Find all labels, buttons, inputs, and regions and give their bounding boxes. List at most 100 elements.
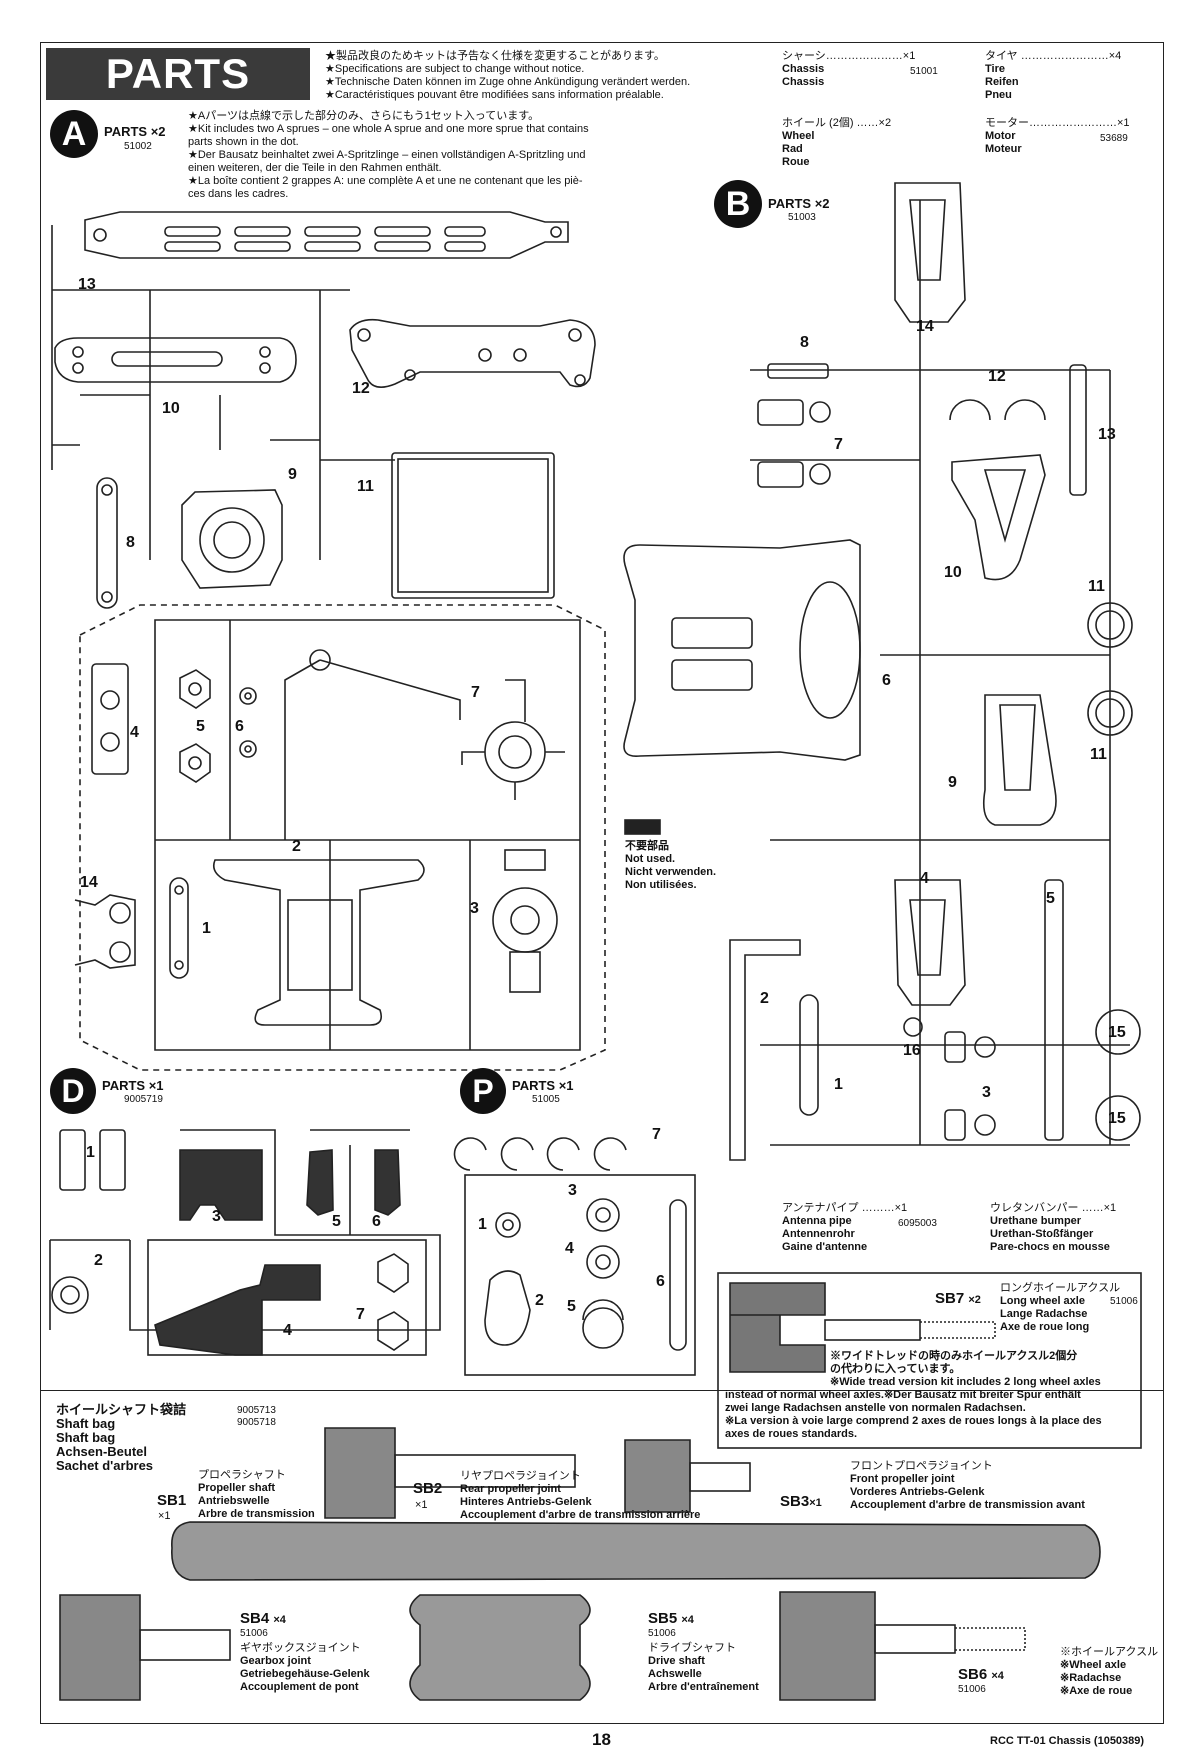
motor-item: モーター……………………×1 Motor Moteur	[985, 117, 1145, 156]
sb4-qty: ×4	[273, 1614, 286, 1626]
sb3-desc: フロントプロペラジョイント Front propeller joint Vord…	[850, 1460, 1085, 1512]
sprue-p-drawing	[453, 1137, 696, 1376]
part-b-16: 16	[903, 1042, 921, 1059]
sprue-p-number: 51005	[532, 1094, 560, 1105]
part-p-2: 2	[535, 1292, 544, 1309]
part-b-1: 1	[834, 1076, 843, 1093]
sb5-desc: ドライブシャフト Drive shaft Achswelle Arbre d'e…	[648, 1642, 759, 1694]
part-b-7: 7	[834, 436, 843, 453]
motor-en: Motor	[985, 130, 1016, 142]
sb1-fr: Arbre de transmission	[198, 1508, 315, 1520]
sb7-note-line: instead of normal wheel axles.※Der Bausa…	[725, 1389, 1081, 1401]
part-b-9: 9	[948, 774, 957, 791]
antenna-de: Antennenrohr	[782, 1228, 855, 1240]
sb1-en: Propeller shaft	[198, 1482, 276, 1494]
sprue-d-badge: D	[50, 1068, 96, 1114]
not-used-de: Nicht verwenden.	[625, 866, 717, 878]
part-a-6: 6	[235, 718, 244, 735]
sb6-desc: ※ホイールアクスル ※Wheel axle ※Radachse ※Axe de …	[1060, 1646, 1158, 1698]
part-b-10: 10	[944, 564, 962, 581]
sb7-note-line: zwei lange Radachsen anstelle von normal…	[725, 1402, 1026, 1414]
antenna-jp: アンテナパイプ ………×1	[782, 1202, 908, 1214]
notice-de: ★Technische Daten können im Zuge ohne An…	[325, 76, 691, 88]
bumper-en: Urethane bumper	[990, 1215, 1082, 1227]
motor-number: 53689	[1100, 133, 1128, 144]
sb7-code-text: SB7	[935, 1290, 965, 1307]
part-b-12: 12	[988, 368, 1006, 385]
sb7-note-line: の代わりに入っています。	[830, 1363, 961, 1375]
sprue-p-label: PARTS ×1	[512, 1078, 574, 1093]
bumper-item: ウレタンバンパー ……×1 Urethane bumper Urethan-St…	[990, 1202, 1160, 1254]
sb5-code: SB5 ×4	[648, 1610, 694, 1627]
part-d-3: 3	[212, 1208, 221, 1225]
sb5-jp: ドライブシャフト	[648, 1642, 736, 1654]
sb7-note-line: axes de roues standards.	[725, 1428, 858, 1440]
sb6-jp: ※ホイールアクスル	[1060, 1646, 1159, 1658]
motor-de: Moteur	[985, 143, 1022, 155]
shaft-bag-title: ホイールシャフト袋詰 Shaft bag Shaft bag Achsen-Be…	[56, 1403, 186, 1473]
part-b-15b: 15	[1108, 1110, 1126, 1127]
sb7-note: ※ワイドトレッドの時のみホイールアクスル2個分 の代わりに入っています。 ※Wi…	[725, 1350, 1137, 1441]
shaft-bag-de: Achsen-Beutel	[56, 1444, 148, 1459]
sb3-fr: Accouplement d'arbre de transmission ava…	[850, 1499, 1085, 1511]
part-d-2: 2	[94, 1252, 103, 1269]
sb6-qty: ×4	[991, 1670, 1004, 1682]
sprue-a-note-line: parts shown in the dot.	[188, 136, 299, 148]
part-p-7: 7	[652, 1126, 661, 1143]
sb1-code: SB1	[157, 1492, 187, 1509]
chassis-en: Chassis	[782, 63, 825, 75]
antenna-item: アンテナパイプ ………×1 Antenna pipe Antennenrohr …	[782, 1202, 972, 1254]
wheel-en: Wheel	[782, 130, 815, 142]
sb2-en: Rear propeller joint	[460, 1483, 561, 1495]
motor-jp: モーター……………………×1	[985, 117, 1130, 129]
bumper-fr: Pare-chocs en mousse	[990, 1241, 1110, 1253]
sb4-jp: ギヤボックスジョイント	[240, 1642, 361, 1654]
part-p-1: 1	[478, 1216, 487, 1233]
part-d-1: 1	[86, 1144, 95, 1161]
sb4-number: 51006	[240, 1628, 268, 1639]
sb4-en: Gearbox joint	[240, 1655, 311, 1667]
part-b-6: 6	[882, 672, 891, 689]
antenna-number: 6095003	[898, 1218, 937, 1229]
part-a-9: 9	[288, 466, 297, 483]
part-a-1: 1	[202, 920, 211, 937]
part-a-11: 11	[357, 478, 374, 495]
part-d-7: 7	[356, 1306, 365, 1323]
part-b-4: 4	[920, 870, 929, 887]
sprue-b-drawing	[623, 182, 1141, 1161]
sb7-qty: ×2	[968, 1294, 981, 1306]
wheel-fr: Roue	[782, 156, 810, 168]
part-p-3: 3	[568, 1182, 577, 1199]
chassis-item: シャーシ…………………×1 Chassis Chassis	[782, 50, 942, 89]
sb6-de: ※Radachse	[1060, 1672, 1122, 1684]
sb7-number: 51006	[1110, 1296, 1138, 1307]
tire-jp: タイヤ ……………………×4	[985, 50, 1122, 62]
chassis-de: Chassis	[782, 76, 825, 88]
sb5-en: Drive shaft	[648, 1655, 705, 1667]
part-b-11b: 11	[1090, 746, 1107, 763]
part-a-14: 14	[80, 874, 98, 891]
sprue-d-drawing	[49, 1129, 441, 1356]
spec-notices: ★製品改良のためキットは予告なく仕様を変更することがあります。 ★Specifi…	[325, 50, 745, 102]
sb3-code-text: SB3	[780, 1493, 810, 1510]
part-a-7: 7	[471, 684, 480, 701]
part-d-6: 6	[372, 1213, 381, 1230]
sb7-desc: ロングホイールアクスル Long wheel axle Lange Radach…	[1000, 1282, 1160, 1334]
wheel-jp: ホイール (2個) ……×2	[782, 117, 892, 129]
sb3-jp: フロントプロペラジョイント	[850, 1460, 993, 1472]
sb1-desc: プロペラシャフト Propeller shaft Antriebswelle A…	[198, 1469, 315, 1521]
tire-fr: Pneu	[985, 89, 1012, 101]
part-d-5: 5	[332, 1213, 341, 1230]
shaft-bag-en2: Shaft bag	[56, 1430, 116, 1445]
part-b-3: 3	[982, 1084, 991, 1101]
bumper-jp: ウレタンバンパー ……×1	[990, 1202, 1117, 1214]
shaft-bag-no1: 9005713	[237, 1405, 276, 1416]
sprue-a-badge: A	[50, 110, 98, 158]
sprue-d-number: 9005719	[124, 1094, 163, 1105]
part-b-11: 11	[1088, 578, 1105, 595]
manual-reference: RCC TT-01 Chassis (1050389)	[990, 1735, 1145, 1747]
sb5-fr: Arbre d'entraînement	[648, 1681, 759, 1693]
sb2-de: Hinteres Antriebs-Gelenk	[460, 1496, 592, 1508]
not-used-fr: Non utilisées.	[625, 879, 697, 891]
